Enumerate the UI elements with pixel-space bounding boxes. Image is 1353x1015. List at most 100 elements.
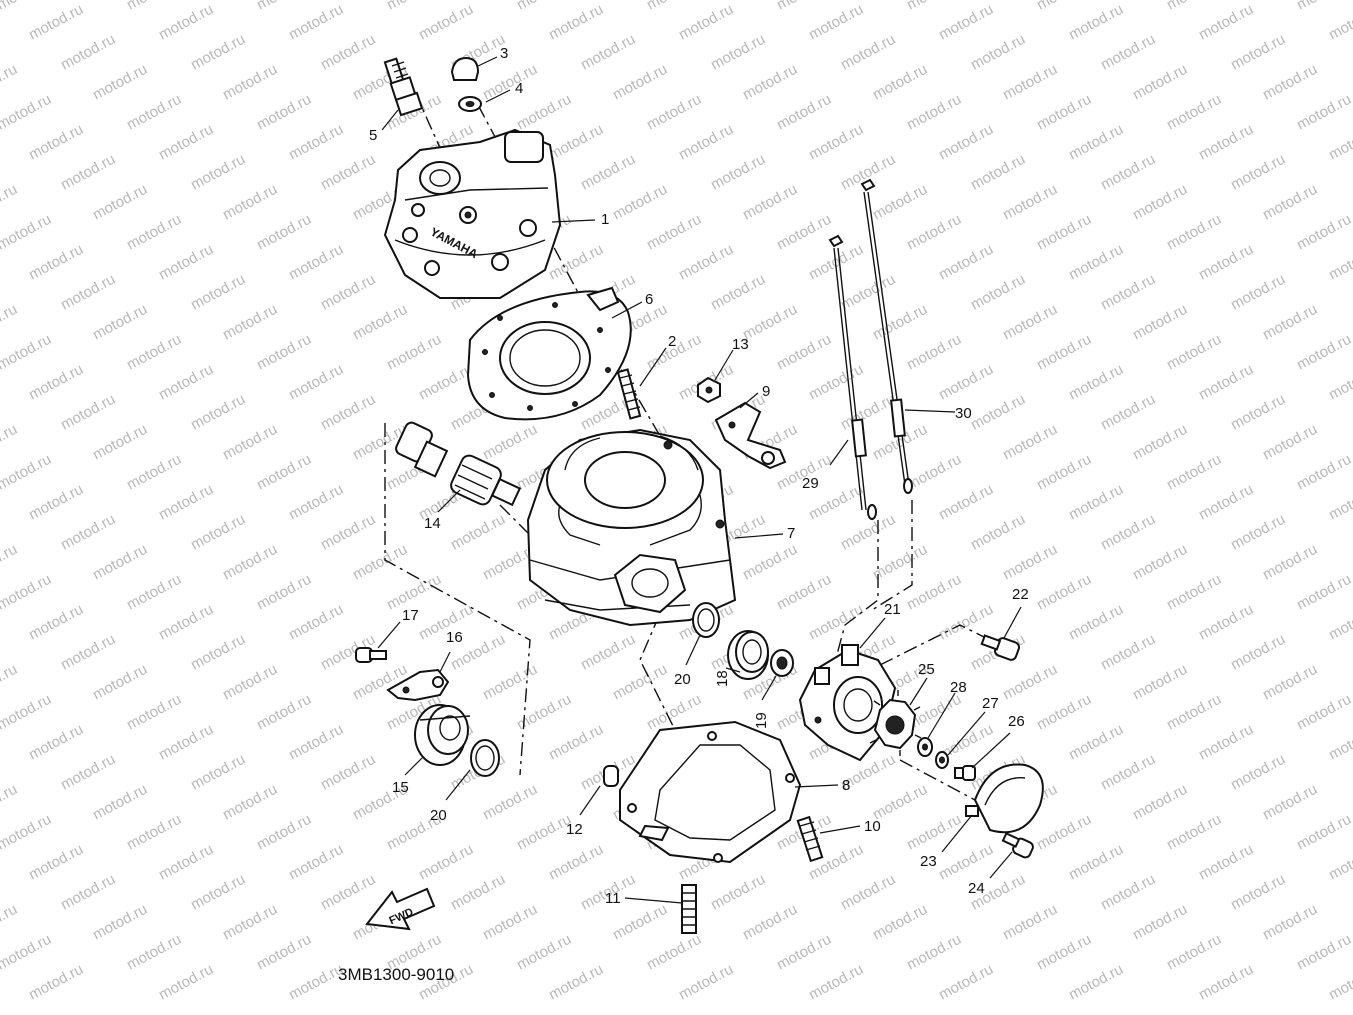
watermark-text: motod.ru <box>546 721 606 764</box>
watermark-text: motod.ru <box>870 61 930 104</box>
watermark-text: motod.ru <box>1228 391 1288 434</box>
watermark-text: motod.ru <box>286 601 346 644</box>
watermark-text: motod.ru <box>350 541 410 584</box>
callout-11: 11 <box>605 890 621 907</box>
watermark-text: motod.ru <box>1098 31 1158 74</box>
watermark-text: motod.ru <box>26 241 86 284</box>
watermark-text: motod.ru <box>514 91 574 134</box>
watermark-text: motod.ru <box>904 811 964 854</box>
watermark-text: motod.ru <box>90 901 150 944</box>
watermark-text: motod.ru <box>676 1 736 44</box>
callout-13: 13 <box>732 336 749 353</box>
watermark-text: motod.ru <box>156 961 216 1004</box>
watermark-text: motod.ru <box>644 931 704 974</box>
watermark-text: motod.ru <box>90 661 150 704</box>
watermark-text: motod.ru <box>1000 901 1060 944</box>
watermark-text: motod.ru <box>188 31 248 74</box>
watermark-text: motod.ru <box>610 661 670 704</box>
watermark-text: motod.ru <box>254 571 314 614</box>
callout-9: 9 <box>762 383 770 400</box>
watermark-text: motod.ru <box>58 511 118 554</box>
callout-20a: 20 <box>674 671 691 688</box>
watermark-text: motod.ru <box>1294 571 1353 614</box>
watermark-text: motod.ru <box>0 901 20 944</box>
watermark-text: motod.ru <box>254 91 314 134</box>
watermark-text: motod.ru <box>1260 421 1320 464</box>
watermark-text: motod.ru <box>676 961 736 1004</box>
watermark-text: motod.ru <box>254 0 314 14</box>
watermark-text: motod.ru <box>1000 661 1060 704</box>
watermark-text: motod.ru <box>58 631 118 674</box>
watermark-text: motod.ru <box>26 961 86 1004</box>
callout-29: 29 <box>802 475 819 492</box>
watermark-text: motod.ru <box>156 1 216 44</box>
watermark-text: motod.ru <box>1196 481 1256 524</box>
watermark-text: motod.ru <box>1034 811 1094 854</box>
watermark-text: motod.ru <box>1000 61 1060 104</box>
watermark-text: motod.ru <box>1130 61 1190 104</box>
watermark-text: motod.ru <box>708 271 768 314</box>
watermark-text: motod.ru <box>1164 931 1224 974</box>
watermark-text: motod.ru <box>0 91 54 134</box>
watermark-text: motod.ru <box>1326 961 1353 1004</box>
watermark-text: motod.ru <box>936 361 996 404</box>
watermark-text: motod.ru <box>1326 721 1353 764</box>
watermark-text: motod.ru <box>156 121 216 164</box>
watermark-text: motod.ru <box>740 901 800 944</box>
watermark-text: motod.ru <box>254 931 314 974</box>
watermark-text: motod.ru <box>90 781 150 824</box>
bolt-26 <box>954 765 976 781</box>
watermark-text: motod.ru <box>58 391 118 434</box>
watermark-text: motod.ru <box>1034 691 1094 734</box>
watermark-text: motod.ru <box>1034 931 1094 974</box>
watermark-text: motod.ru <box>904 571 964 614</box>
callout-4: 4 <box>515 80 523 97</box>
watermark-text: motod.ru <box>1034 451 1094 494</box>
callout-12: 12 <box>566 821 583 838</box>
watermark-text: motod.ru <box>806 121 866 164</box>
watermark-text: motod.ru <box>676 121 736 164</box>
washer-28 <box>917 737 933 757</box>
watermark-text: motod.ru <box>318 151 378 194</box>
watermark-text: motod.ru <box>1098 391 1158 434</box>
watermark-text: motod.ru <box>220 61 280 104</box>
watermark-text: motod.ru <box>384 0 444 14</box>
watermark-text: motod.ru <box>124 91 184 134</box>
stud-bolt <box>616 368 642 420</box>
watermark-text: motod.ru <box>968 511 1028 554</box>
watermark-text: motod.ru <box>90 181 150 224</box>
watermark-text: motod.ru <box>58 871 118 914</box>
bushing-18 <box>727 630 769 680</box>
watermark-text: motod.ru <box>416 361 476 404</box>
watermark-text: motod.ru <box>1294 331 1353 374</box>
watermark-text: motod.ru <box>26 121 86 164</box>
watermark-text: motod.ru <box>416 841 476 884</box>
watermark-text: motod.ru <box>610 901 670 944</box>
watermark-text: motod.ru <box>1196 361 1256 404</box>
watermark-text: motod.ru <box>1196 721 1256 764</box>
watermark-text: motod.ru <box>1098 751 1158 794</box>
watermark-text: motod.ru <box>1260 301 1320 344</box>
watermark-text: motod.ru <box>1326 241 1353 284</box>
watermark-text: motod.ru <box>1294 211 1353 254</box>
screw-24 <box>1001 832 1034 859</box>
watermark-text: motod.ru <box>936 841 996 884</box>
o-ring-20-upper <box>692 602 720 638</box>
watermark-text: motod.ru <box>1000 181 1060 224</box>
watermark-text: motod.ru <box>1034 571 1094 614</box>
watermark-text: motod.ru <box>1196 1 1256 44</box>
watermark-text: motod.ru <box>1294 451 1353 494</box>
callout-numbers: 1 2 3 4 5 6 7 8 9 10 11 12 13 14 15 16 1… <box>369 45 1029 907</box>
watermark-text: motod.ru <box>0 571 54 614</box>
watermark-text: motod.ru <box>578 31 638 74</box>
watermark-text: motod.ru <box>838 511 898 554</box>
watermark-text: motod.ru <box>936 961 996 1004</box>
watermark-text: motod.ru <box>156 241 216 284</box>
watermark-text: motod.ru <box>1260 901 1320 944</box>
seal-19 <box>770 649 794 677</box>
watermark-text: motod.ru <box>286 481 346 524</box>
watermark-text: motod.ru <box>156 841 216 884</box>
head-gasket <box>466 286 632 421</box>
watermark-text: motod.ru <box>1066 121 1126 164</box>
watermark-text: motod.ru <box>448 871 508 914</box>
